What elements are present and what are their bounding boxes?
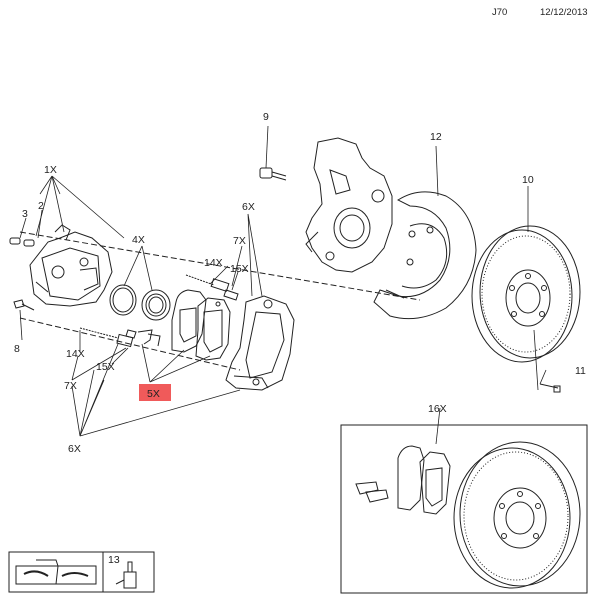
- caliper-bolt: [13, 299, 35, 311]
- knuckle-bolt: [259, 167, 287, 181]
- label-13: 13: [108, 554, 120, 566]
- label-16x: 16X: [428, 403, 447, 415]
- brake-disc: [471, 225, 581, 363]
- guide-pin-top: [185, 274, 239, 301]
- label-9: 9: [263, 111, 269, 123]
- guide-pin-bottom: [79, 327, 137, 348]
- callout-labels: 1X 2 3 4X 6X 7X 14X 15X 8 14X 15X 7X 6X …: [14, 111, 586, 455]
- leader-lines: [19, 125, 547, 445]
- label-1x: 1X: [44, 164, 57, 176]
- pad-clips: [137, 329, 161, 347]
- disc-screw: [539, 383, 561, 393]
- label-4x: 4X: [132, 234, 145, 246]
- piston-boot: [141, 289, 171, 321]
- label-6x-top: 6X: [242, 201, 255, 213]
- label-12: 12: [430, 131, 442, 143]
- brake-pads: [171, 289, 231, 361]
- steering-knuckle: [305, 137, 393, 273]
- caliper-bracket: [225, 295, 295, 391]
- legend-box: [8, 551, 155, 593]
- piston-seal: [109, 284, 137, 316]
- label-7x-top: 7X: [233, 235, 246, 247]
- label-14x-top: 14X: [204, 257, 223, 269]
- label-14x-bottom: 14X: [66, 348, 85, 360]
- label-15x-bottom: 15X: [96, 361, 115, 373]
- grease-tube-icon: 13: [108, 554, 137, 589]
- label-5x-highlight: 5X: [139, 384, 171, 401]
- label-2: 2: [38, 200, 44, 212]
- splash-shield: [373, 191, 477, 320]
- book-wrench-icon: [15, 559, 97, 585]
- diagram-date: 12/12/2013: [540, 7, 588, 18]
- caliper-housing: [29, 224, 113, 307]
- kit-box: [340, 424, 588, 594]
- label-3: 3: [22, 208, 28, 220]
- label-11: 11: [575, 365, 586, 377]
- label-10: 10: [522, 174, 534, 186]
- label-6x-bottom: 6X: [68, 443, 81, 455]
- label-7x-bottom: 7X: [64, 380, 77, 392]
- diagram-code: J70: [492, 7, 507, 18]
- label-15x-top: 15X: [230, 263, 249, 275]
- label-5x: 5X: [147, 388, 160, 400]
- bleeder-screw: [9, 237, 35, 247]
- label-8: 8: [14, 343, 20, 355]
